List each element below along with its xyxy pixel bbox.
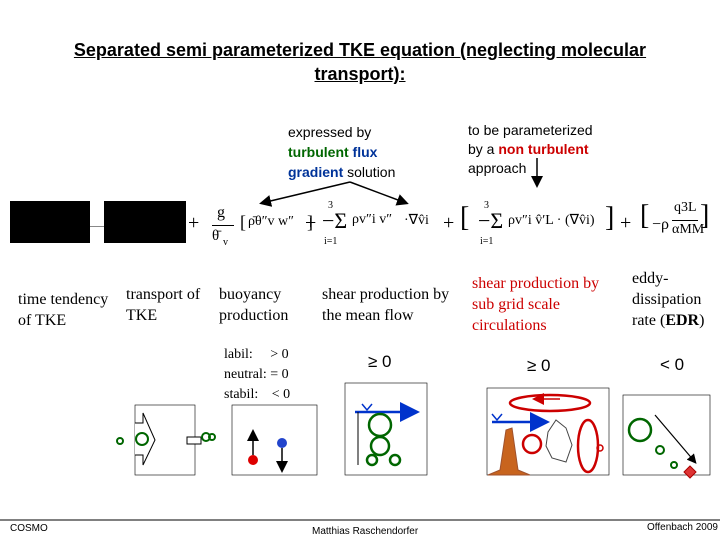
eq-diss-bracket-open: [ <box>640 200 650 231</box>
buoyancy-equation: g θ̄ v [ ρ̄θ″v w″ ] <box>212 204 412 254</box>
eq-fraction-bar <box>212 225 234 226</box>
eq-shear-term: ρv″i v″ <box>352 212 393 227</box>
footer-right: Offenbach 2009 <box>647 522 718 533</box>
gradient-expressed-by: expressed by <box>288 124 372 140</box>
eq-sum-bottom-2: i=1 <box>480 236 494 247</box>
label-buoyancy: buoyancy production <box>219 286 289 324</box>
gradient-solution: solution <box>347 164 396 180</box>
shear-sgs-illustration <box>486 387 610 476</box>
stability-neutral: neutral: = 0 <box>224 367 289 382</box>
arrow-to-buoyancy <box>259 181 351 207</box>
shear-mean-equation: 3 −Σ i=1 ρv″i v″ ·∇v̂i <box>322 200 442 250</box>
eq-bracket-close: ] <box>307 212 313 232</box>
nonturb-by-a: by a <box>468 141 495 157</box>
eq-sum-top-2: 3 <box>484 200 489 211</box>
title-line-2: transport): <box>314 64 406 84</box>
shear-mean-illustration <box>344 382 428 476</box>
plus-1: + <box>188 212 200 234</box>
eq-sgs-bracket-close: ] <box>605 202 615 233</box>
eq-sum-sign-2: −Σ <box>478 208 504 233</box>
label-shear-mean: shear production by the mean flow <box>322 286 450 324</box>
eq-sum-top-1: 3 <box>328 200 333 211</box>
stability-neutral-sign: = 0 <box>270 367 289 382</box>
gradient-flux: flux <box>352 144 378 160</box>
eq-alpha: αMM <box>672 222 705 237</box>
label-edr-text: eddy-dissipation rate ( <box>632 270 702 329</box>
sign-shear-mean: ≥ 0 <box>368 352 392 371</box>
nonturb-non-turbulent: non turbulent <box>498 141 589 157</box>
footer-left: COSMO <box>10 523 48 534</box>
eq-theta-sub: v <box>223 237 228 248</box>
gradient-annotation: expressed by turbulent flux gradient sol… <box>288 122 463 182</box>
nonturbulent-annotation: to be parameterized by a non turbulent a… <box>468 121 668 178</box>
eq-q3: q3L <box>674 200 697 215</box>
transport-term-box <box>104 201 186 243</box>
eq-sgs-term: ρv″i v̂′L · (∇v̂i) <box>508 213 595 228</box>
buoyancy-illustration <box>231 404 318 476</box>
label-edr-abbr: EDR <box>665 312 700 329</box>
stability-stabil-sign: < 0 <box>271 387 291 402</box>
label-transport: transport of TKE <box>126 286 201 324</box>
eq-diss-fraction <box>672 220 698 221</box>
stability-stabil: stabil: < 0 <box>224 387 291 402</box>
sign-dissipation: < 0 <box>660 355 685 374</box>
nonturb-line-1: to be parameterized <box>468 122 593 138</box>
stability-labels: labil: > 0 neutral: = 0 stabil: < 0 <box>224 345 290 405</box>
sign-shear-sgs: ≥ 0 <box>527 356 551 375</box>
arrow-to-shear <box>349 181 409 206</box>
transport-illustration <box>116 404 216 476</box>
dissipation-equation: [ −ρ q3L αMM ] <box>640 196 710 250</box>
eq-dot-grad: ·∇v̂i <box>404 213 429 228</box>
eq-buoyancy-flux: ρ̄θ″v w″ <box>248 214 294 229</box>
label-shear-sgs: shear production by sub grid scale circu… <box>472 275 600 334</box>
footer-center: Matthias Raschendorfer <box>312 526 419 537</box>
dissipation-illustration <box>622 394 711 479</box>
eq-sum-sign-1: −Σ <box>322 208 348 233</box>
plus-2: + <box>305 212 317 234</box>
gradient-gradient: gradient <box>288 164 344 180</box>
eq-minus-rho: −ρ <box>652 216 670 233</box>
eq-diss-bracket-close: ] <box>700 200 710 231</box>
title-line-1: Separated semi parameterized TKE equatio… <box>73 40 647 60</box>
eq-theta: θ̄ <box>212 228 220 244</box>
slide-title: Separated semi parameterized TKE equatio… <box>20 38 700 86</box>
eq-sgs-bracket-open: [ <box>460 202 470 233</box>
shear-sgs-equation: [ 3 −Σ i=1 ρv″i v̂′L · (∇v̂i) ] <box>460 198 620 250</box>
equals-line <box>90 226 104 227</box>
eq-rho: ρ <box>661 216 670 233</box>
label-edr: eddy-dissipation rate (EDR) <box>632 268 720 331</box>
stability-labil: labil: > 0 <box>224 347 289 362</box>
plus-4: + <box>620 212 632 234</box>
gradient-turbulent: turbulent <box>288 144 349 160</box>
tendency-term-box <box>10 201 90 243</box>
eq-sum-bottom-1: i=1 <box>324 236 338 247</box>
stability-labil-sign: > 0 <box>270 347 289 362</box>
eq-g: g <box>217 204 225 221</box>
label-time-tendency: time tendency of TKE <box>18 291 109 329</box>
plus-3: + <box>443 212 455 234</box>
eq-bracket-open: [ <box>240 212 246 232</box>
label-edr-close: ) <box>699 312 705 329</box>
nonturb-line-3: approach <box>468 160 527 176</box>
